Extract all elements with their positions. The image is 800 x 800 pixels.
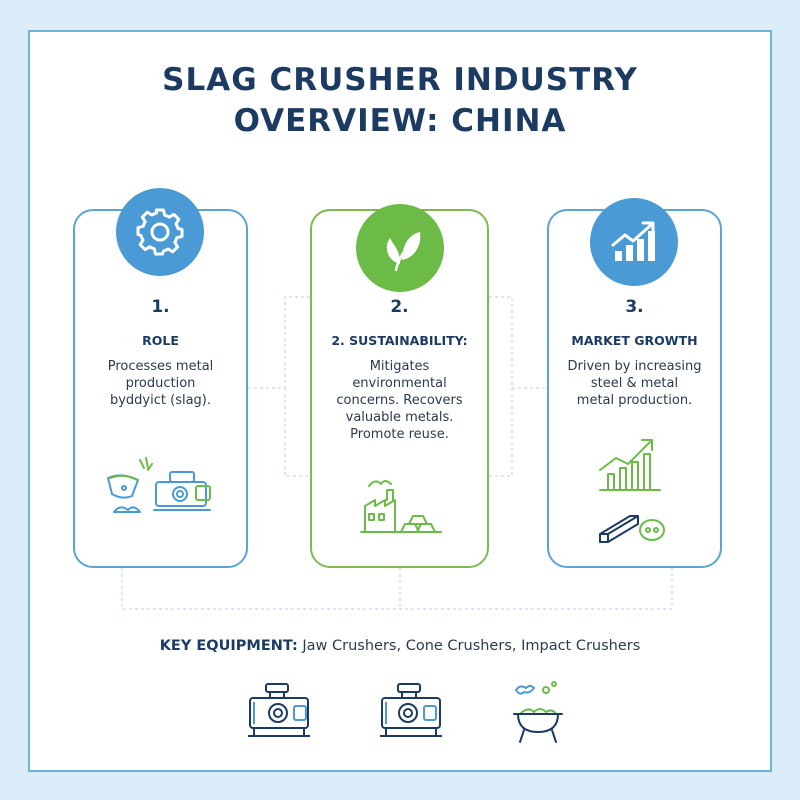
title-line-1: SLAG CRUSHER INDUSTRY: [162, 62, 638, 98]
gear-icon-badge: [116, 188, 204, 276]
key-equipment-line: KEY EQUIPMENT: Jaw Crushers, Cone Crushe…: [0, 638, 800, 654]
role-description: Processes metal production byddyict (sla…: [81, 358, 240, 409]
title-line-2: OVERVIEW: CHINA: [233, 103, 567, 139]
sustainability-line: Promote reuse.: [350, 427, 449, 442]
factory-and-ingots-illustration: [360, 480, 442, 533]
key-equipment-text: Jaw Crushers, Cone Crushers, Impact Crus…: [297, 638, 641, 654]
market-growth-line: steel & metal: [590, 376, 679, 391]
role-heading: ROLE: [142, 333, 179, 348]
sustainability-line: valuable metals.: [345, 410, 454, 425]
leaf-icon: [386, 232, 421, 272]
role-line: Processes metal: [107, 359, 214, 374]
market-growth-number: 3.: [625, 297, 644, 317]
slag-ladle-and-crusher-illustration: [107, 457, 211, 513]
page-title: SLAG CRUSHER INDUSTRY OVERVIEW: CHINA: [0, 60, 800, 142]
jaw-crusher-icon: [248, 683, 310, 737]
market-growth-heading: MARKET GROWTH: [571, 333, 698, 348]
sustainability-line: environmental: [352, 376, 447, 391]
sustainability-number: 2.: [390, 297, 409, 317]
key-equipment-label: KEY EQUIPMENT:: [159, 638, 298, 654]
growth-chart-icon-badge: [590, 198, 678, 286]
sustainability-description: Mitigates environmental concerns. Recove…: [318, 358, 481, 443]
role-line: byddyict (slag).: [109, 393, 211, 408]
growth-chart-and-steel-beam-illustration: [599, 439, 665, 543]
growth-chart-icon: [611, 221, 655, 261]
slag-pot-icon: [513, 681, 563, 743]
cone-crusher-icon: [380, 683, 442, 737]
sustainability-heading: 2. SUSTAINABILITY:: [331, 333, 468, 348]
role-number: 1.: [151, 297, 170, 317]
gear-icon: [136, 208, 184, 256]
market-growth-line: Driven by increasing: [567, 359, 702, 374]
sustainability-line: concerns. Recovers: [336, 393, 463, 408]
role-card: [73, 209, 248, 568]
sustainability-line: Mitigates: [369, 359, 430, 374]
role-line: production: [125, 376, 196, 391]
leaf-icon-badge: [356, 204, 444, 292]
market-growth-description: Driven by increasing steel & metal metal…: [555, 358, 714, 409]
market-growth-line: metal production.: [576, 393, 693, 408]
